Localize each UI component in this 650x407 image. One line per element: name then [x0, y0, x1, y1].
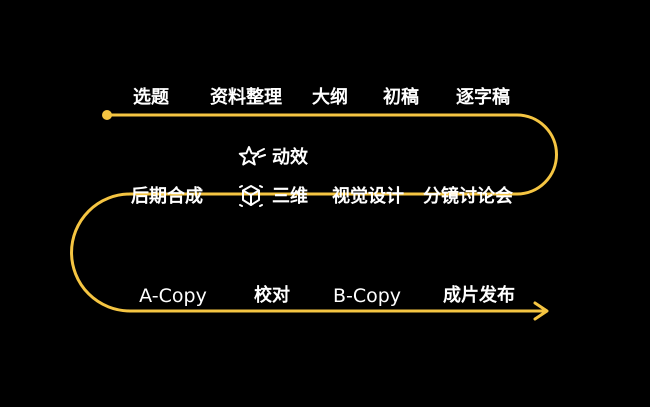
start-dot: [102, 110, 112, 120]
stage-label-release: 成片发布: [443, 285, 515, 306]
stage-label-topic: 选题: [133, 87, 169, 108]
stage-label-b-copy: B-Copy: [332, 285, 402, 307]
stage-label-visual-design: 视觉设计: [332, 186, 404, 207]
end-arrowhead: [533, 301, 549, 321]
workflow-path: [70, 113, 558, 313]
cube-icon: [239, 185, 263, 207]
stage-label-research: 资料整理: [210, 87, 282, 108]
stage-label-proofread: 校对: [254, 285, 290, 306]
stage-label-post-compositing: 后期合成: [131, 186, 203, 207]
stage-label-script: 逐字稿: [456, 87, 510, 108]
stage-label-animation: 动效: [272, 147, 308, 168]
stage-label-a-copy: A-Copy: [139, 285, 207, 307]
stage-label-storyboard-meeting: 分镜讨论会: [423, 186, 513, 207]
stage-label-draft: 初稿: [383, 87, 419, 108]
stage-label-3d: 三维: [272, 186, 308, 207]
star-motion-icon: [238, 146, 266, 166]
stage-label-outline: 大纲: [312, 87, 348, 108]
